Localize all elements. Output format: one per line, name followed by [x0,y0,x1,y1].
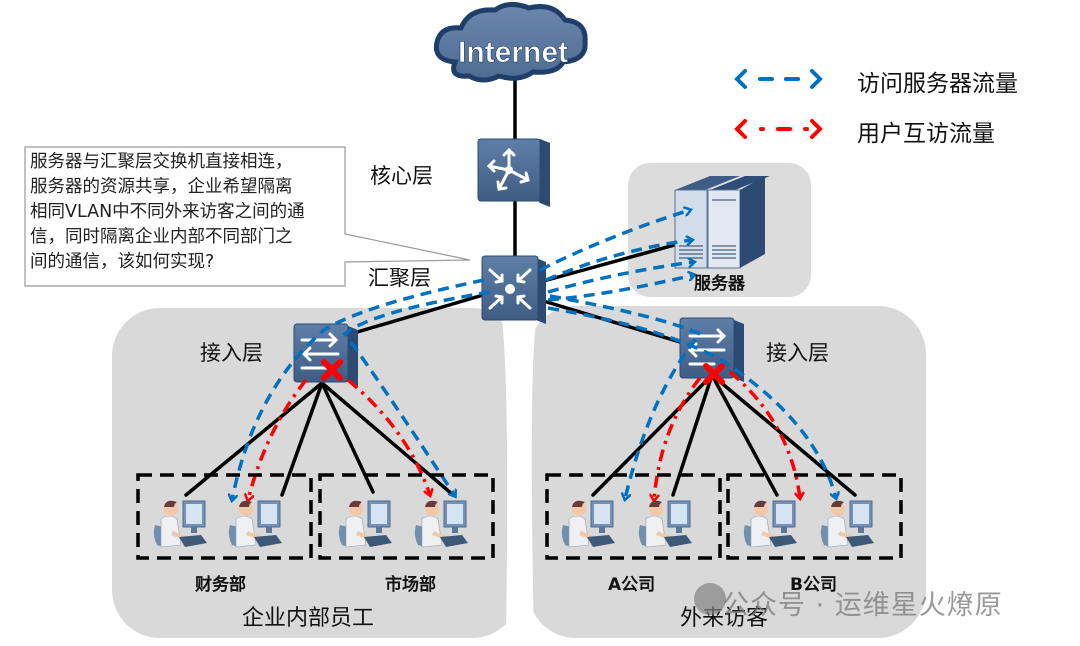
block-x-icon-right [703,363,725,385]
group-label-marketing: 市场部 [385,575,436,595]
group-boxes [136,473,903,560]
block-x-icon-left [321,359,343,381]
callout-text: 服务器与汇聚层交换机直接相连， 服务器的资源共享，企业希望隔离 相同VLAN中不… [30,150,360,275]
aggregation-switch-icon [481,255,546,324]
group-label-company-a: A公司 [608,575,656,595]
callout-box [24,146,471,287]
internet-cloud [433,2,588,83]
callout-line: 间的通信，该如何实现? [30,252,215,272]
core-router-icon [477,138,550,207]
legend-server-traffic-label: 访问服务器流量 [857,71,1018,97]
server-traffic-paths [232,210,836,500]
watermark: 公众号 · 运维星火燎原 [722,590,1003,621]
aggregation-layer-label: 汇聚层 [368,266,431,290]
callout-line: 服务器的资源共享，企业希望隔离 [30,177,293,197]
callout-line: 相同VLAN中不同外来访客之间的通 [30,202,305,222]
user-traffic-paths [248,370,800,500]
zone-internal-bg [112,308,520,638]
legend-user-traffic-icon [734,119,823,139]
server-label: 服务器 [694,274,745,294]
group-label-finance: 财务部 [195,575,246,595]
zone-label-internal: 企业内部员工 [242,606,375,631]
group-label-company-b: B公司 [790,575,837,595]
callout-line: 服务器与汇聚层交换机直接相连， [30,152,293,172]
access-layer-right-label: 接入层 [766,341,829,365]
internet-label: Internet [458,36,568,69]
zone-external-bg [528,306,926,638]
legend-server-traffic-icon [734,69,823,89]
core-layer-label: 核心层 [370,164,433,188]
wechat-icon [694,583,726,615]
zone-label-external: 外来访客 [680,606,769,631]
access-layer-left-label: 接入层 [200,341,263,365]
legend-user-traffic-label: 用户互访流量 [857,121,995,147]
callout-line: 信，同时隔离企业内部不同部门之 [30,227,293,247]
server-icon [674,176,770,269]
